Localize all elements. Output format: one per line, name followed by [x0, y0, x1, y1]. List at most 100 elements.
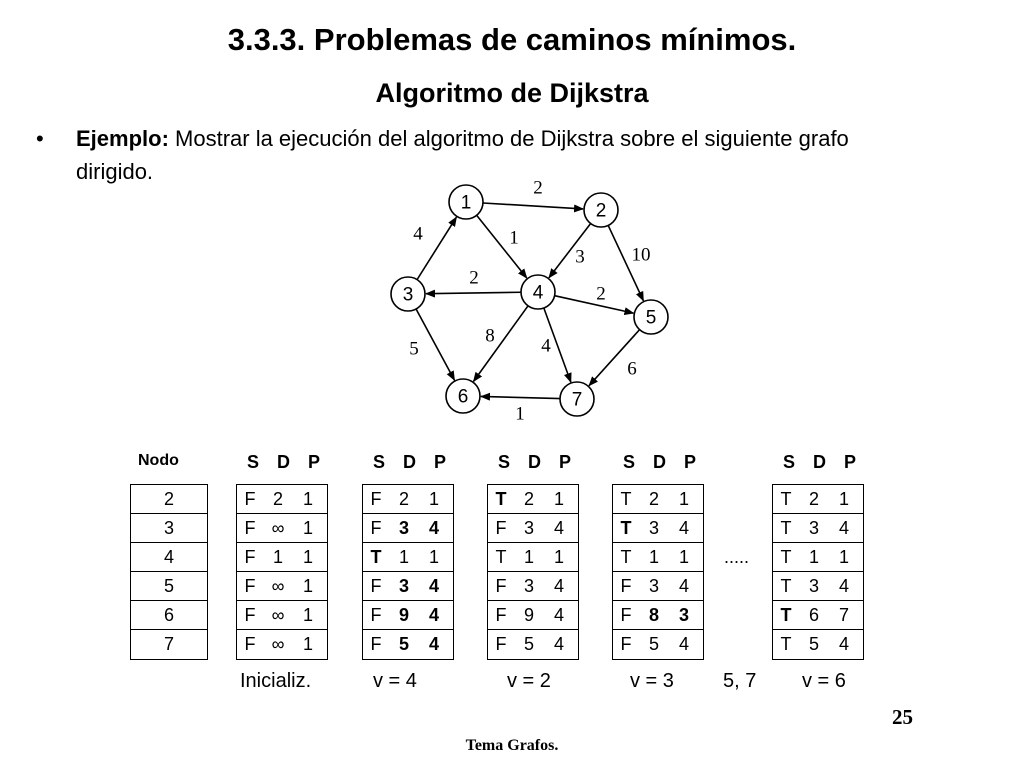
cell-p: 4 — [553, 634, 564, 654]
edge-4-5 — [554, 294, 635, 316]
step-label: v = 4 — [373, 670, 417, 692]
cell-d: 3 — [648, 575, 659, 596]
col-header-p: P — [684, 452, 697, 472]
cell-p: 1 — [678, 546, 689, 567]
node-row: 5 — [131, 572, 207, 601]
cell-d: 2 — [523, 488, 534, 509]
table-row: F∞1 — [237, 514, 327, 543]
cell-d: 5 — [523, 634, 534, 654]
node-label-6: 6 — [458, 387, 469, 408]
cell-s: F — [495, 517, 507, 538]
cell-d: 9 — [398, 604, 409, 625]
graph-node-5: 5 — [633, 299, 669, 335]
edge-7-6 — [479, 392, 561, 401]
cell-s: F — [495, 575, 507, 596]
node-label-3: 3 — [403, 285, 414, 306]
node-column-header: Nodo — [138, 452, 179, 469]
node-label-5: 5 — [646, 308, 657, 329]
cell-s: F — [620, 575, 632, 596]
node-label-2: 2 — [596, 201, 607, 222]
bullet-strong: Ejemplo: — [76, 126, 169, 151]
cell-s: F — [244, 517, 256, 538]
node-row: 6 — [131, 601, 207, 630]
cell-p: 4 — [553, 604, 564, 625]
cell-d: 1 — [648, 546, 659, 567]
cell-p: 4 — [553, 575, 564, 596]
edge-weight-4-6: 8 — [485, 326, 495, 347]
node-label-1: 1 — [461, 193, 472, 214]
cell-d: ∞ — [271, 634, 285, 654]
col-header-s: S — [247, 452, 260, 472]
step-label: Inicializ. — [240, 670, 312, 692]
edge-1-2 — [482, 202, 585, 213]
cell-p: 3 — [678, 604, 689, 625]
cell-d: 1 — [398, 546, 409, 567]
cell-s: T — [780, 575, 792, 596]
graph-node-7: 7 — [559, 381, 595, 417]
cell-p: 4 — [838, 634, 849, 654]
edge-1-4 — [475, 214, 528, 279]
cell-d: 1 — [523, 546, 534, 567]
cell-p: 1 — [302, 575, 313, 596]
col-header-p: P — [308, 452, 321, 472]
cell-d: 3 — [523, 575, 534, 596]
cell-p: 1 — [302, 634, 313, 654]
graph-node-1: 1 — [448, 184, 484, 220]
cell-s: T — [495, 488, 507, 509]
slide-title: 3.3.3. Problemas de caminos mínimos. — [227, 22, 797, 57]
footer-text: Tema Grafos. — [465, 737, 559, 754]
graph-node-3: 3 — [390, 276, 426, 312]
col-header-d: D — [813, 452, 826, 472]
step-label: v = 6 — [802, 670, 846, 692]
cell-p: 1 — [553, 488, 564, 509]
cell-s: F — [244, 604, 256, 625]
cell-d: 3 — [808, 517, 819, 538]
edge-3-1 — [416, 216, 458, 281]
edge-3-6 — [415, 308, 456, 382]
cell-p: 4 — [678, 575, 689, 596]
node-row: 2 — [131, 485, 207, 514]
cell-p: 1 — [838, 488, 849, 509]
cell-d: 2 — [648, 488, 659, 509]
cell-d: 9 — [523, 604, 534, 625]
node-circle-3 — [390, 276, 426, 312]
table-row: F∞1 — [237, 630, 327, 659]
col-header-s: S — [373, 452, 386, 472]
cell-p: 1 — [553, 546, 564, 567]
cell-s: F — [495, 634, 507, 654]
cell-p: 4 — [678, 634, 689, 654]
cell-s: F — [370, 575, 382, 596]
col-header-s: S — [498, 452, 511, 472]
cell-p: 4 — [838, 517, 849, 538]
cell-p: 4 — [428, 575, 439, 596]
cell-p: 1 — [838, 546, 849, 567]
node-circle-4 — [520, 274, 556, 310]
cell-p: 7 — [838, 604, 849, 625]
cell-p: 1 — [302, 517, 313, 538]
step-label: v = 2 — [507, 670, 551, 692]
cell-d: 8 — [648, 604, 659, 625]
node-row: 7 — [163, 634, 174, 654]
node-circle-1 — [448, 184, 484, 220]
